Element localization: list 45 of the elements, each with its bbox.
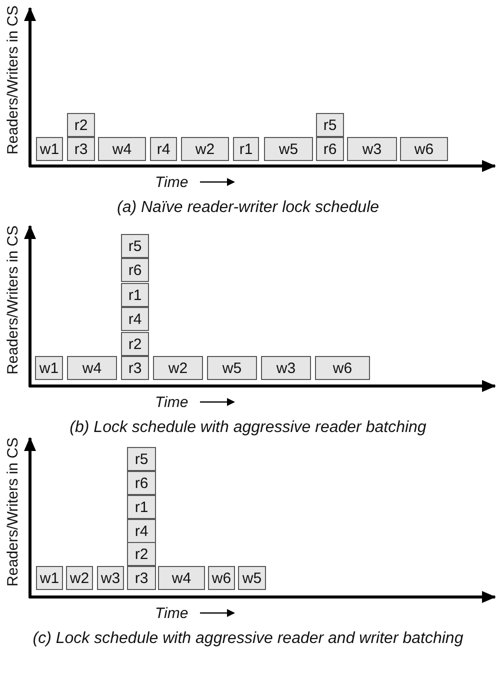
task-block: r5: [121, 234, 149, 258]
task-block: r1: [233, 137, 259, 161]
caption: (c) Lock schedule with aggressive reader and writer batching: [32, 631, 464, 647]
task-block: w5: [207, 356, 257, 380]
task-block: w6: [400, 137, 448, 161]
axis-label: Time: [155, 175, 188, 190]
task-block: w1: [36, 137, 63, 161]
task-block: r3: [67, 137, 95, 161]
caption: (b) Lock schedule with aggressive reader batching: [70, 420, 426, 436]
task-block: w2: [153, 356, 203, 380]
task-block: r4: [121, 307, 149, 331]
task-block: r1: [121, 283, 149, 307]
task-block: r2: [127, 542, 156, 566]
task-block: w4: [158, 566, 205, 590]
task-block: w5: [264, 137, 313, 161]
task-block: r1: [127, 495, 156, 519]
axis-label: Readers/Writers in CS: [6, 6, 20, 154]
task-block: w4: [98, 137, 146, 161]
task-block: r6: [127, 471, 156, 495]
task-block: r2: [67, 113, 95, 137]
task-block: r6: [121, 258, 149, 282]
task-block: w1: [35, 356, 63, 380]
task-block: r5: [127, 447, 156, 471]
task-block: r3: [121, 356, 149, 380]
caption: (a) Naïve reader-writer lock schedule: [116, 200, 380, 216]
task-block: w3: [97, 566, 124, 590]
task-block: w3: [347, 137, 397, 161]
task-block: w6: [315, 356, 370, 380]
task-block: w2: [181, 137, 229, 161]
task-block: w5: [238, 566, 266, 590]
task-block: w1: [36, 566, 63, 590]
axis-label: Time: [155, 606, 188, 621]
task-block: w4: [67, 356, 117, 380]
axis-label: Readers/Writers in CS: [6, 226, 20, 374]
axis-label: Readers/Writers in CS: [6, 438, 20, 586]
task-block: w6: [208, 566, 235, 590]
axis-label: Time: [155, 395, 188, 410]
task-block: w2: [66, 566, 93, 590]
task-block: r4: [150, 137, 177, 161]
task-block: r2: [121, 332, 149, 356]
task-block: r5: [316, 113, 344, 137]
task-block: w3: [261, 356, 311, 380]
task-block: r4: [127, 519, 156, 543]
task-block: r3: [127, 566, 156, 590]
task-block: r6: [316, 137, 344, 161]
